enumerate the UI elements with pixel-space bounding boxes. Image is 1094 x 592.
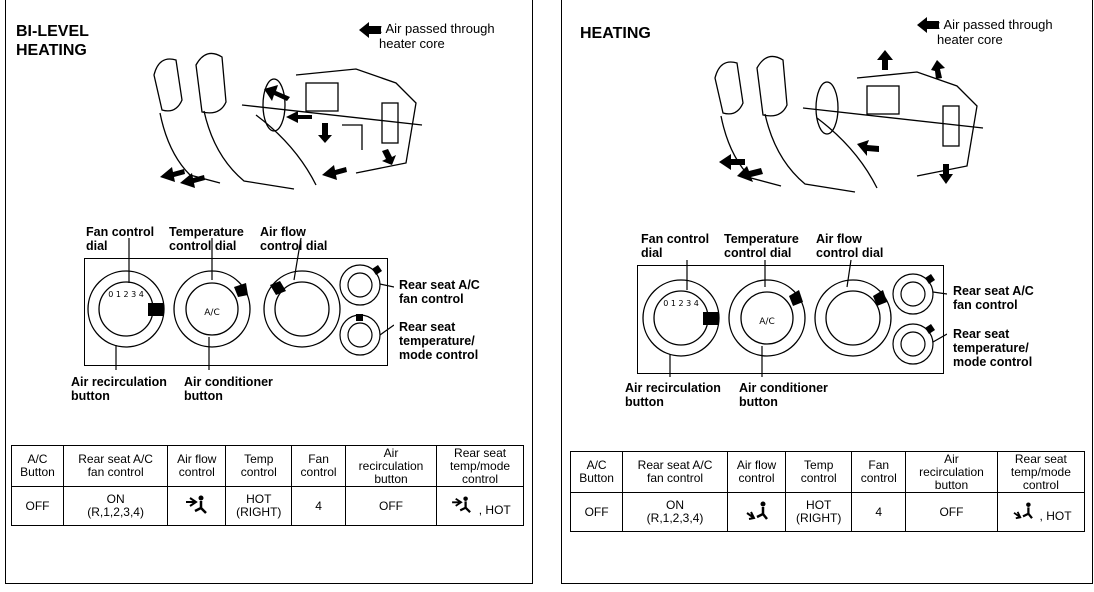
rear-temp-dial xyxy=(892,323,934,365)
header-rear-fan: Rear seat A/C fan control xyxy=(62,445,169,487)
header-air-flow: Air flow control xyxy=(167,445,227,487)
bi-level-heating-panel: BI-LEVEL HEATING : Air passed through he… xyxy=(5,0,533,584)
bi-level-vent-icon xyxy=(185,495,207,514)
rear-temp-pointer-icon xyxy=(356,314,363,321)
rear-fan-pointer-icon xyxy=(925,274,935,284)
header-rear-temp-mode: Rear seat temp/mode control xyxy=(996,451,1086,493)
header-fan: Fan control xyxy=(851,451,907,493)
header-recirculation: Air recirculation button xyxy=(344,445,438,487)
cell-rear-temp-mode: , HOT xyxy=(996,492,1086,532)
air-flow-pointer-icon xyxy=(270,281,286,295)
rear-fan-dial xyxy=(892,273,934,315)
air-conditioner-button-label: Air conditioner button xyxy=(739,381,828,409)
rear-temp-mode-control-label: Rear seat temperature/ mode control xyxy=(399,320,479,362)
cell-air-flow xyxy=(167,486,227,526)
air-flow-pointer-icon xyxy=(873,290,887,306)
control-panel-dials: 0 1 2 3 4 A/C xyxy=(642,259,947,377)
rear-fan-control-label: Rear seat A/C fan control xyxy=(399,278,480,306)
cell-fan: 4 xyxy=(851,492,907,532)
recirc-button-icon xyxy=(148,303,164,316)
legend-arrow-icon xyxy=(917,17,939,33)
temperature-control-dial xyxy=(728,279,806,357)
header-fan: Fan control xyxy=(291,445,346,487)
header-rear-temp-mode: Rear seat temp/mode control xyxy=(436,445,524,487)
cell-ac-button: OFF xyxy=(569,492,624,532)
rear-temp-pointer-icon xyxy=(925,324,935,334)
temperature-control-dial xyxy=(173,270,251,348)
header-temp: Temp control xyxy=(225,445,293,487)
air-recirculation-button-label: Air recirculation button xyxy=(71,375,167,403)
cell-temp: HOT (RIGHT) xyxy=(225,486,293,526)
air-flow-control-dial-label: Air flow control dial xyxy=(816,232,884,260)
bi-level-vent-icon xyxy=(452,495,472,513)
air-conditioner-button-label: Air conditioner button xyxy=(184,375,273,403)
recirc-button-icon xyxy=(703,312,719,325)
air-flow-control-dial-label: Air flow control dial xyxy=(260,225,328,253)
header-temp: Temp control xyxy=(785,451,853,493)
air-flow-control-dial xyxy=(263,270,341,348)
temperature-control-dial-label: Temperature control dial xyxy=(169,225,244,253)
cell-rear-fan: ON (R,1,2,3,4) xyxy=(62,486,169,526)
fan-control-dial-label: Fan control dial xyxy=(86,225,155,253)
legend-arrow-icon xyxy=(359,22,381,38)
rear-mode-suffix: , HOT xyxy=(478,502,511,517)
table-row: OFF ON (R,1,2,3,4) HOT (RIGHT) 4 OFF , H… xyxy=(569,492,1086,532)
panel-title: HEATING xyxy=(580,25,651,42)
cell-recirculation: OFF xyxy=(344,486,438,526)
temperature-control-dial-label: Temperature control dial xyxy=(724,232,799,260)
rear-temp-mode-control-label: Rear seat temperature/ mode control xyxy=(953,327,1033,369)
foot-vent-icon xyxy=(745,501,768,520)
cell-fan: 4 xyxy=(291,486,346,526)
car-interior-illustration xyxy=(153,52,423,190)
legend-text: : Air passed through heater core xyxy=(937,17,1053,47)
control-panel-frame xyxy=(637,265,944,374)
rear-fan-control-label: Rear seat A/C fan control xyxy=(953,284,1034,312)
rear-fan-dial xyxy=(339,264,381,306)
heating-panel: HEATING : Air passed through heater core… xyxy=(561,0,1093,584)
header-air-flow: Air flow control xyxy=(726,451,787,493)
header-rear-fan: Rear seat A/C fan control xyxy=(622,451,728,493)
cell-ac-button: OFF xyxy=(11,486,64,526)
airflow-arrows xyxy=(719,50,953,184)
fan-dial-scale: 0 1 2 3 4 xyxy=(108,290,144,299)
control-panel-frame xyxy=(84,258,388,366)
cell-rear-temp-mode: , HOT xyxy=(436,486,524,526)
temperature-pointer-icon xyxy=(234,283,248,297)
header-recirculation: Air recirculation button xyxy=(905,451,998,493)
cell-air-flow xyxy=(726,492,787,532)
foot-vent-icon xyxy=(1013,501,1034,519)
settings-table: A/C Button Rear seat A/C fan control Air… xyxy=(11,445,524,526)
airflow-arrows xyxy=(160,85,396,188)
ac-button-marking: A/C xyxy=(204,308,219,318)
cell-temp: HOT (RIGHT) xyxy=(785,492,853,532)
rear-mode-suffix: , HOT xyxy=(1039,508,1072,523)
car-interior-illustration xyxy=(714,50,984,193)
table-row: OFF ON (R,1,2,3,4) HOT (RIGHT) 4 OFF , H… xyxy=(11,486,524,526)
panel-title: BI-LEVEL HEATING xyxy=(16,23,89,59)
cell-recirculation: OFF xyxy=(905,492,998,532)
legend-text: : Air passed through heater core xyxy=(379,21,495,51)
air-flow-control-dial xyxy=(814,279,892,357)
fan-dial-scale: 0 1 2 3 4 xyxy=(663,299,699,308)
control-panel-dials: 0 1 2 3 4 A/C xyxy=(87,237,394,370)
fan-control-dial-label: Fan control dial xyxy=(641,232,710,260)
cell-rear-fan: ON (R,1,2,3,4) xyxy=(622,492,728,532)
ac-button-marking: A/C xyxy=(759,317,774,327)
settings-table: A/C Button Rear seat A/C fan control Air… xyxy=(569,451,1086,532)
header-ac-button: A/C Button xyxy=(569,451,624,493)
header-ac-button: A/C Button xyxy=(11,445,64,487)
table-header-row: A/C Button Rear seat A/C fan control Air… xyxy=(569,451,1086,493)
table-header-row: A/C Button Rear seat A/C fan control Air… xyxy=(11,445,524,487)
air-recirculation-button-label: Air recirculation button xyxy=(625,381,721,409)
temperature-pointer-icon xyxy=(789,290,803,306)
rear-fan-pointer-icon xyxy=(372,265,382,275)
